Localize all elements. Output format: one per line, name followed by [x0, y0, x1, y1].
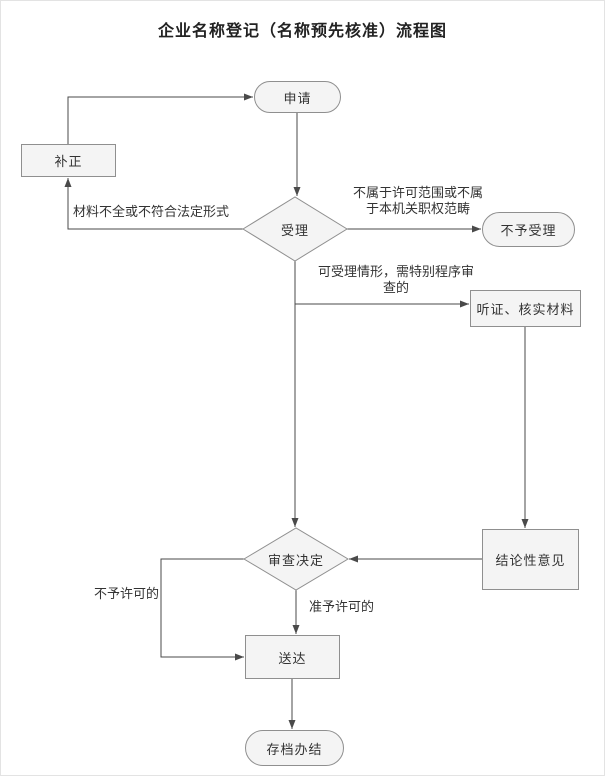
edge-label-out-of-scope: 不属于许可范围或不属 于本机关职权范畴	[352, 185, 483, 216]
node-correction: 补正	[21, 144, 116, 177]
edge-acceptance-to-correction	[64, 178, 243, 230]
edge-label-special-procedure: 可受理情形，需特别程序审 查的	[317, 264, 474, 295]
node-delivery-label: 送达	[278, 650, 307, 666]
node-archive-label: 存档办结	[266, 741, 323, 757]
edge-correction-to-apply	[67, 93, 253, 144]
node-not-accepted-label: 不予受理	[500, 223, 557, 238]
edge-label-permitted: 准予许可的	[309, 599, 375, 614]
node-conclusive-opinion-label: 结论性意见	[495, 553, 566, 568]
node-apply-label: 申请	[283, 90, 312, 106]
node-hearing: 听证、核实材料	[470, 290, 581, 327]
node-archive: 存档办结	[245, 730, 344, 766]
node-apply: 申请	[254, 81, 341, 113]
edge-review-to-delivery-denied	[160, 558, 244, 661]
node-not-accepted: 不予受理	[482, 212, 575, 247]
edge-label-incomplete-materials: 材料不全或不符合法定形式	[73, 204, 230, 219]
node-delivery: 送达	[245, 635, 340, 679]
node-hearing-label: 听证、核实材料	[476, 302, 575, 317]
node-review-shape	[243, 527, 349, 591]
page-title: 企业名称登记（名称预先核准）流程图	[157, 23, 447, 40]
edge-label-not-permitted: 不予许可的	[94, 586, 160, 601]
node-acceptance-shape	[242, 196, 348, 262]
node-correction-label: 补正	[54, 154, 83, 169]
node-conclusive-opinion: 结论性意见	[482, 529, 579, 590]
